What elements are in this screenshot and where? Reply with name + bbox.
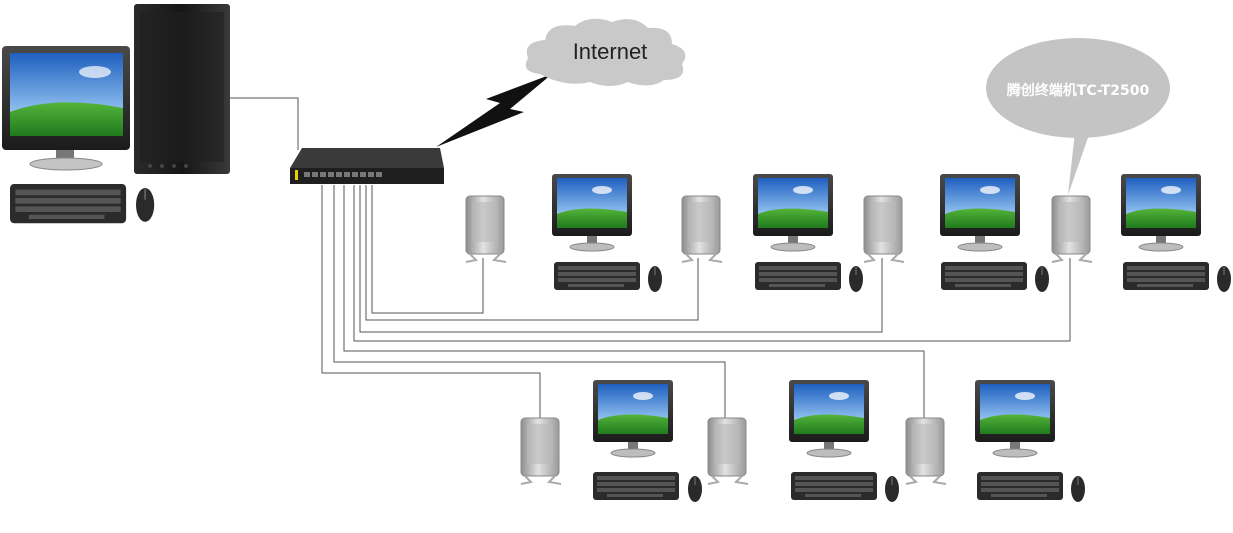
network-switch-icon — [290, 148, 444, 184]
mouse-icon — [687, 475, 703, 503]
keyboard-icon — [791, 472, 877, 500]
cable-server-switch — [230, 97, 299, 150]
mouse-icon — [1070, 475, 1086, 503]
lcd-monitor-icon — [974, 379, 1056, 458]
mouse-icon — [1216, 265, 1232, 293]
mouse-icon — [135, 187, 155, 223]
mouse-icon — [848, 265, 864, 293]
thin-client-terminal-icon — [1051, 195, 1093, 263]
mouse-icon — [884, 475, 900, 503]
cable-terminal-2 — [365, 185, 699, 321]
lcd-monitor-icon — [592, 379, 674, 458]
thin-client-terminal-icon — [681, 195, 723, 263]
keyboard-icon — [941, 262, 1027, 290]
cable-terminal-7 — [343, 185, 925, 418]
keyboard-icon — [1123, 262, 1209, 290]
keyboard-icon — [10, 184, 127, 224]
terminal-callout-label: 腾创终端机TC-T2500 — [1007, 82, 1150, 99]
thin-client-terminal-icon — [465, 195, 507, 263]
internet-label: Internet — [573, 39, 648, 64]
internet-cloud-icon: Internet — [525, 18, 686, 86]
keyboard-icon — [755, 262, 841, 290]
lcd-monitor-icon — [939, 173, 1021, 252]
thin-client-terminal-icon — [707, 417, 749, 485]
keyboard-icon — [593, 472, 679, 500]
mouse-icon — [647, 265, 663, 293]
terminal-callout: 腾创终端机TC-T2500 — [986, 38, 1170, 195]
cable-terminal-5 — [321, 185, 541, 418]
network-cables — [230, 97, 1071, 418]
keyboard-icon — [554, 262, 640, 290]
mouse-icon — [1034, 265, 1050, 293]
lcd-monitor-icon — [2, 46, 130, 171]
thin-client-terminal-icon — [863, 195, 905, 263]
server-workstation — [2, 4, 230, 224]
cable-terminal-4 — [353, 185, 1071, 342]
lightning-bolt-icon — [436, 74, 552, 147]
lcd-monitor-icon — [752, 173, 834, 252]
cable-terminal-6 — [333, 185, 726, 418]
cable-terminal-1 — [371, 185, 484, 314]
lcd-monitor-icon — [788, 379, 870, 458]
thin-client-terminal-icon — [905, 417, 947, 485]
cable-terminal-3 — [359, 185, 883, 333]
lcd-monitor-icon — [551, 173, 633, 252]
tower-server-icon — [134, 4, 230, 174]
lcd-monitor-icon — [1120, 173, 1202, 252]
thin-client-terminal-icon — [520, 417, 562, 485]
keyboard-icon — [977, 472, 1063, 500]
